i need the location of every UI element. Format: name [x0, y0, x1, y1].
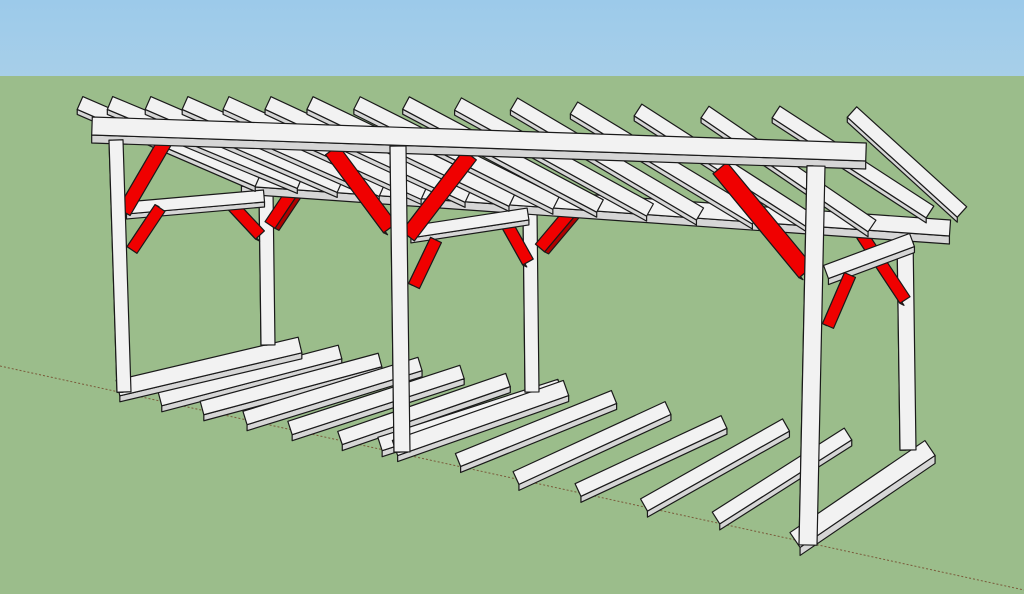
sill-right — [789, 439, 936, 549]
floor-joist-5 — [337, 372, 511, 446]
front-brace-4 — [401, 149, 477, 242]
front-brace-5 — [407, 236, 443, 290]
floor-joist-9 — [574, 415, 728, 497]
front-posts — [108, 139, 826, 546]
front-plate-beam — [91, 116, 867, 170]
red-axis-line — [0, 365, 1024, 591]
sky — [0, 0, 1024, 76]
back-post-right — [896, 234, 917, 451]
rafter-16 — [846, 106, 968, 218]
front-brace-7 — [821, 272, 857, 329]
front-post-middle — [389, 145, 411, 453]
floor-joist-7 — [454, 389, 618, 468]
back-post-middle — [522, 209, 540, 393]
front-brace-2 — [126, 204, 166, 254]
sill-beams — [115, 336, 936, 557]
front-knee-braces — [117, 135, 857, 329]
floor-joist-2 — [199, 352, 383, 416]
floor-joist-3 — [242, 356, 423, 426]
tie-beam-right — [822, 232, 916, 280]
floor-joist-10 — [639, 418, 791, 512]
front-post-left — [108, 139, 132, 393]
floor-joist-8 — [512, 401, 672, 485]
front-plate — [91, 116, 867, 162]
front-post-right — [798, 165, 826, 546]
